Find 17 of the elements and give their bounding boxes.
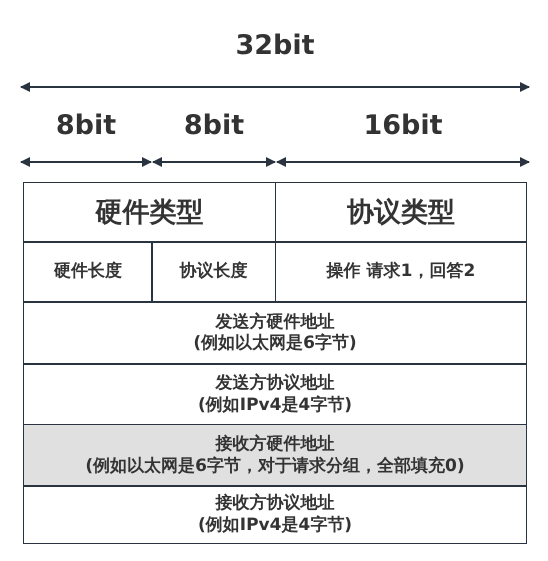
- field-name: 发送方协议地址: [216, 373, 334, 394]
- field-note: (例如以太网是6字节，对于请求分组，全部填充0): [85, 456, 465, 477]
- bit-width-label: 32bit: [235, 30, 315, 61]
- field-name: 发送方硬件地址: [216, 312, 334, 333]
- field-name: 协议长度: [180, 261, 248, 283]
- bit-width-label: 16bit: [363, 110, 443, 141]
- field-name: 协议类型: [347, 196, 455, 230]
- bit-width-label: 8bit: [56, 110, 116, 141]
- field-name: 接收方硬件地址: [216, 434, 334, 456]
- field-name: 硬件类型: [96, 196, 204, 230]
- field-name: 接收方协议地址: [216, 493, 334, 514]
- field-name: 硬件长度: [54, 261, 122, 283]
- field-name: 操作 请求1，回答2: [326, 261, 476, 283]
- field-note: (例如IPv4是4字节): [198, 394, 352, 416]
- field-note: (例如IPv4是4字节): [198, 514, 352, 536]
- field-note: (例如以太网是6字节): [193, 333, 357, 354]
- bit-width-label: 8bit: [184, 110, 244, 141]
